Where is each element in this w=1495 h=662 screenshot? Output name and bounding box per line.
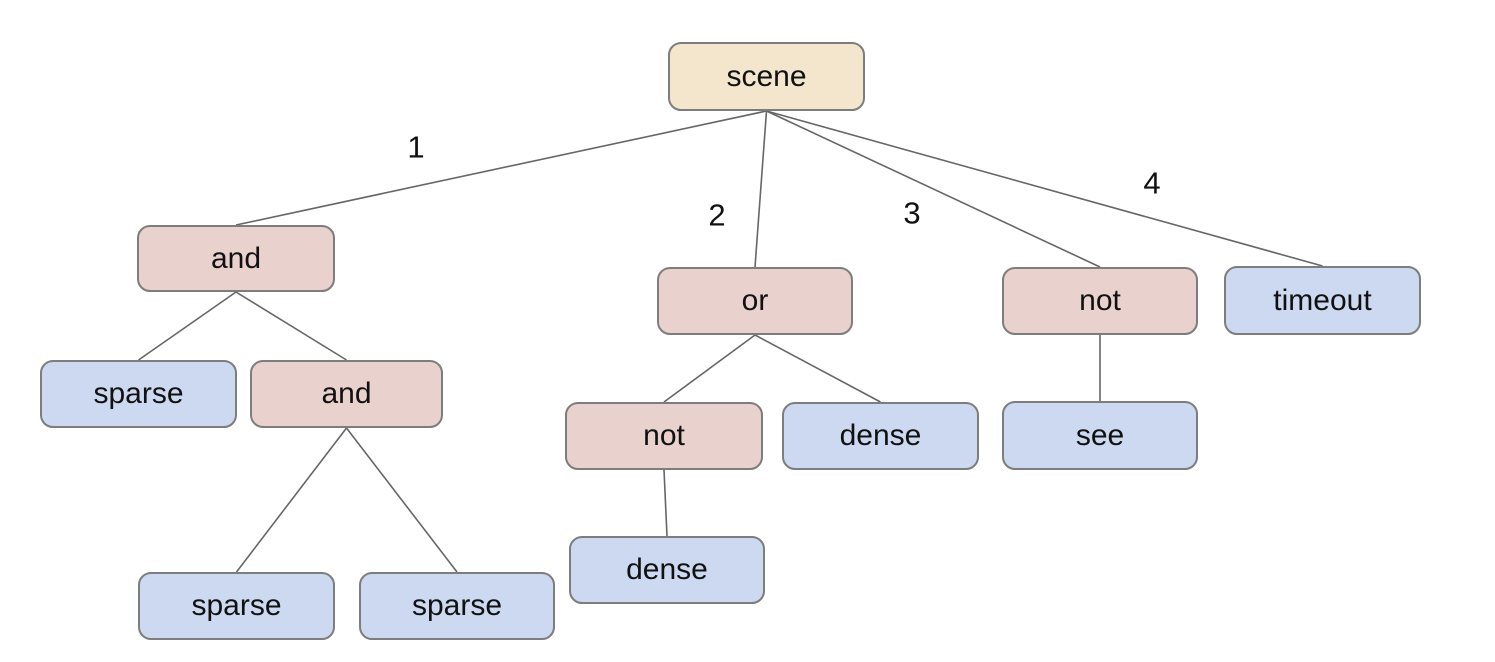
- node-dense2: dense: [569, 536, 765, 604]
- edge-label-3: 3: [903, 195, 921, 231]
- node-not2: not: [1002, 267, 1198, 335]
- edge-scene-not2: [766, 110, 1101, 268]
- edge-and2-sparse3: [345, 427, 458, 573]
- node-not1: not: [565, 402, 763, 470]
- node-sparse3: sparse: [359, 572, 555, 640]
- node-see1: see: [1002, 401, 1198, 470]
- edge-scene-and1: [235, 110, 767, 226]
- node-dense1: dense: [782, 402, 979, 470]
- node-scene: scene: [668, 42, 865, 111]
- edge-label-1: 1: [407, 129, 425, 165]
- node-and2: and: [250, 360, 443, 428]
- edge-and2-sparse2: [235, 427, 348, 573]
- node-timeout1: timeout: [1224, 266, 1421, 335]
- node-or1: or: [657, 267, 853, 335]
- edge-label-4: 4: [1143, 165, 1161, 201]
- edge-scene-or1: [754, 110, 768, 268]
- edge-scene-timeout1: [766, 110, 1323, 267]
- edge-or1-not1: [663, 334, 756, 403]
- edge-or1-dense1: [754, 334, 881, 403]
- node-sparse2: sparse: [138, 572, 335, 640]
- node-and1: and: [137, 225, 335, 292]
- edge-label-2: 2: [708, 197, 726, 233]
- edge-and1-sparse1: [138, 291, 237, 361]
- edge-and1-and2: [235, 291, 347, 361]
- node-sparse1: sparse: [40, 360, 237, 428]
- edge-not1-dense2: [663, 469, 668, 537]
